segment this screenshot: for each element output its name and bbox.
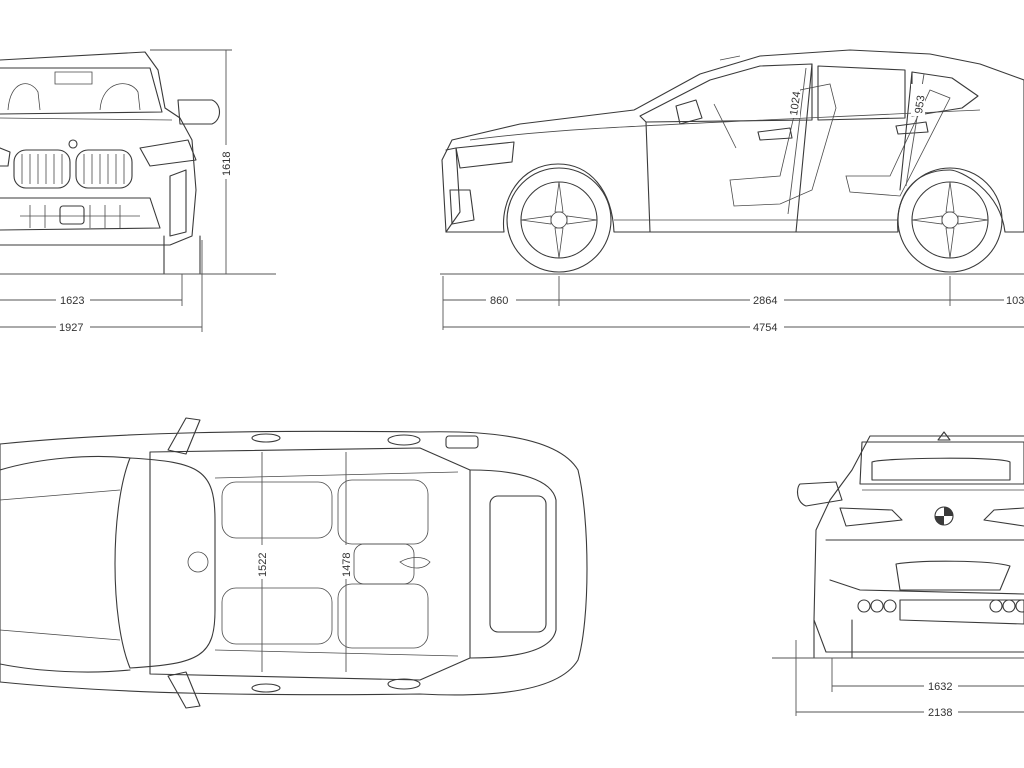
side-view: 1024 953 860 2864 103 4754: [440, 49, 1024, 334]
rear-view: 1632 2138: [772, 431, 1024, 719]
rear-width-label: 2138: [928, 707, 952, 719]
front-view: 1618 1623 1927: [0, 49, 276, 334]
overall-length-label: 4754: [753, 322, 777, 334]
rear-headroom-label: 953: [913, 95, 927, 115]
front-headroom-label: 1024: [788, 91, 803, 117]
front-width-label: 1927: [59, 322, 83, 334]
front-interior-width-label: 1522: [257, 553, 269, 577]
rear-interior-width-label: 1478: [341, 553, 353, 577]
rear-overhang-label: 103: [1006, 295, 1024, 307]
front-overhang-label: 860: [490, 295, 508, 307]
top-view: 1522 1478: [0, 417, 588, 709]
front-track-label: 1623: [60, 295, 84, 307]
rear-track-label: 1632: [928, 681, 952, 693]
front-height-label: 1618: [221, 152, 233, 176]
wheelbase-label: 2864: [753, 295, 777, 307]
